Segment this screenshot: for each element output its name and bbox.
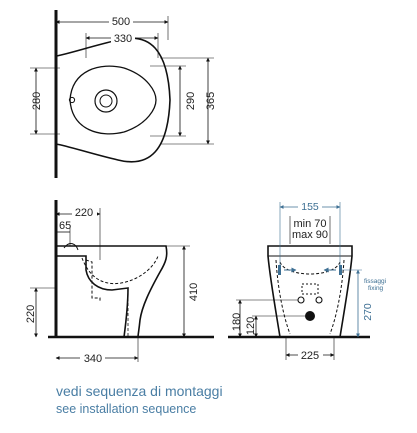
rear-view-bowl-hidden-line bbox=[279, 261, 341, 275]
top-view-bowl-rim bbox=[69, 65, 157, 135]
dim-500-label: 500 bbox=[112, 16, 130, 28]
fixing-note-line2: fixing bbox=[368, 285, 384, 292]
dim-bg-225 bbox=[298, 348, 323, 361]
dim-max-90-label: max 90 bbox=[292, 229, 328, 241]
dim-270-label: 270 bbox=[362, 303, 374, 321]
side-view-body-outline bbox=[55, 245, 168, 338]
rear-view-fixing-hole-right bbox=[315, 296, 323, 304]
dim-bg-min-max bbox=[291, 216, 329, 240]
rear-view: 155 min 70 max 90 fissaggi fixing 270 18… bbox=[228, 200, 386, 362]
dim-bg-500 bbox=[109, 14, 133, 26]
dim-365-label: 365 bbox=[205, 92, 217, 110]
side-view-waste-hidden-line bbox=[85, 259, 101, 302]
side-view: 220 65 410 220 340 bbox=[25, 200, 214, 365]
side-view-bowl-hidden-line bbox=[81, 255, 159, 285]
rear-view-wall-hidden-line bbox=[275, 259, 345, 335]
dim-410-label: 410 bbox=[188, 283, 200, 301]
top-view-drain-outer bbox=[94, 89, 118, 113]
dim-280-label: 280 bbox=[31, 92, 43, 110]
fixing-bracket-right bbox=[339, 265, 342, 275]
dim-225-label: 225 bbox=[301, 350, 319, 362]
dim-220-top-label: 220 bbox=[75, 207, 93, 219]
top-view-tap-hole bbox=[68, 96, 76, 104]
side-view-inlet-spout bbox=[63, 243, 79, 251]
dim-65-label: 65 bbox=[59, 220, 71, 232]
dim-180-label: 180 bbox=[231, 313, 243, 331]
fixing-bracket-left bbox=[278, 265, 281, 275]
dim-120-label: 120 bbox=[245, 317, 257, 335]
top-view-drain-inner bbox=[99, 94, 113, 108]
dim-bg-220-top bbox=[72, 206, 97, 218]
dim-bg-330 bbox=[111, 31, 135, 43]
rear-view-fixing-hole-left bbox=[297, 296, 305, 304]
dim-340-label: 340 bbox=[84, 353, 102, 365]
dim-330-label: 330 bbox=[114, 33, 132, 45]
top-view: 500 330 280 290 365 bbox=[30, 10, 217, 178]
dim-155-label: 155 bbox=[301, 201, 319, 213]
caption-english: see installation sequence bbox=[56, 402, 197, 416]
dim-bg-340 bbox=[80, 351, 105, 364]
fixing-note-line1: fissaggi bbox=[364, 278, 386, 285]
dim-290-label: 290 bbox=[185, 92, 197, 110]
dim-min-70-label: min 70 bbox=[293, 218, 326, 230]
dim-bg-155 bbox=[298, 200, 322, 212]
rear-view-inlet-hidden bbox=[301, 283, 319, 295]
dim-220-left-label: 220 bbox=[25, 305, 37, 323]
rear-view-body-outline bbox=[267, 245, 353, 338]
rear-view-waste-outlet bbox=[305, 311, 315, 321]
caption-italian: vedi sequenza di montaggi bbox=[56, 383, 223, 399]
top-view-outline bbox=[55, 37, 171, 163]
